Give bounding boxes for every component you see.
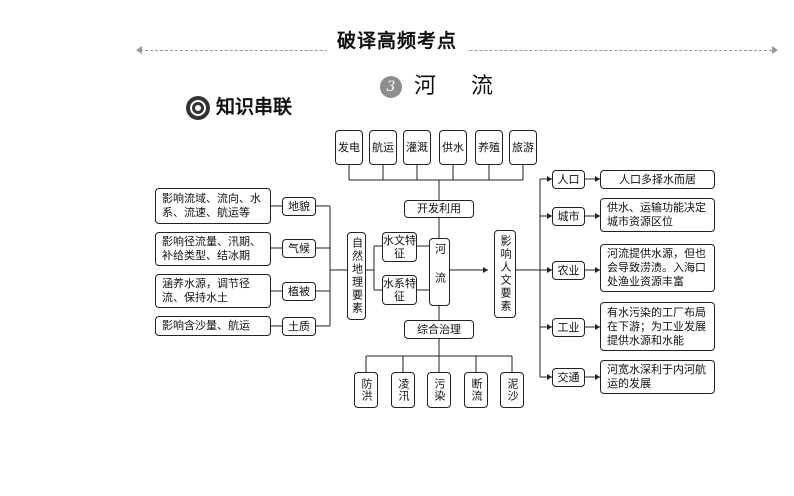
use-irrigation: 灌溉: [403, 130, 431, 165]
natural-factors-box: 自然地理要素: [347, 232, 366, 320]
effect-agriculture: 河流提供水源，但也会导致涝渍。入海口处渔业资源丰富: [600, 244, 715, 292]
hydrology-box: 水文特征: [382, 232, 417, 262]
issue-ice-flood: 凌汛: [391, 372, 415, 408]
section-heading: 3 河 流: [380, 68, 507, 100]
development-box: 开发利用: [404, 200, 474, 218]
use-power: 发电: [335, 130, 363, 165]
effect-vegetation: 涵养水源，调节径流、保持水土: [155, 274, 271, 308]
comprehensive-box: 综合治理: [404, 320, 474, 339]
effect-population: 人口多择水而居: [600, 170, 715, 189]
issue-pollution: 污染: [427, 372, 451, 408]
rule-left-arrow: [136, 46, 142, 54]
effect-soil: 影响含沙量、航运: [155, 316, 271, 336]
target-icon: [186, 95, 210, 120]
factor-climate: 气候: [282, 239, 316, 258]
use-aquaculture: 养殖: [475, 130, 503, 165]
human-factors-box: 影响人文要素: [494, 230, 516, 318]
issue-dry-up: 断流: [464, 372, 488, 408]
factor-soil: 土质: [282, 317, 316, 336]
factor-landform: 地貌: [282, 197, 316, 216]
effect-landform: 影响流域、流向、水系、流速、航运等: [155, 188, 271, 224]
sector-city: 城市: [552, 207, 585, 226]
section-number-badge: 3: [380, 76, 402, 98]
effect-industry: 有水污染的工厂布局在下游；为工业发展提供水源和水能: [600, 302, 715, 351]
sector-transport: 交通: [552, 368, 585, 387]
knowledge-title: 知识串联: [216, 96, 293, 118]
sector-agriculture: 农业: [552, 261, 585, 280]
issue-sediment: 泥沙: [500, 372, 524, 408]
effect-transport: 河宽水深利于内河航运的发展: [600, 360, 715, 394]
page-title: 破译高频考点: [0, 26, 794, 53]
water-system-box: 水系特征: [382, 275, 417, 305]
issue-flood-control: 防洪: [354, 372, 378, 408]
section-title: 河 流: [414, 74, 507, 99]
river-box: 河流: [429, 238, 450, 306]
effect-climate: 影响径流量、汛期、补给类型、结冰期: [155, 232, 271, 266]
sector-population: 人口: [552, 170, 585, 189]
knowledge-heading: 知识串联: [186, 92, 292, 120]
use-shipping: 航运: [369, 130, 397, 165]
sector-industry: 工业: [552, 318, 585, 337]
rule-right-arrow: [772, 46, 778, 54]
use-tourism: 旅游: [509, 130, 537, 165]
use-water-supply: 供水: [439, 130, 467, 165]
factor-vegetation: 植被: [282, 282, 316, 301]
effect-city: 供水、运输功能决定城市资源区位: [600, 198, 715, 232]
